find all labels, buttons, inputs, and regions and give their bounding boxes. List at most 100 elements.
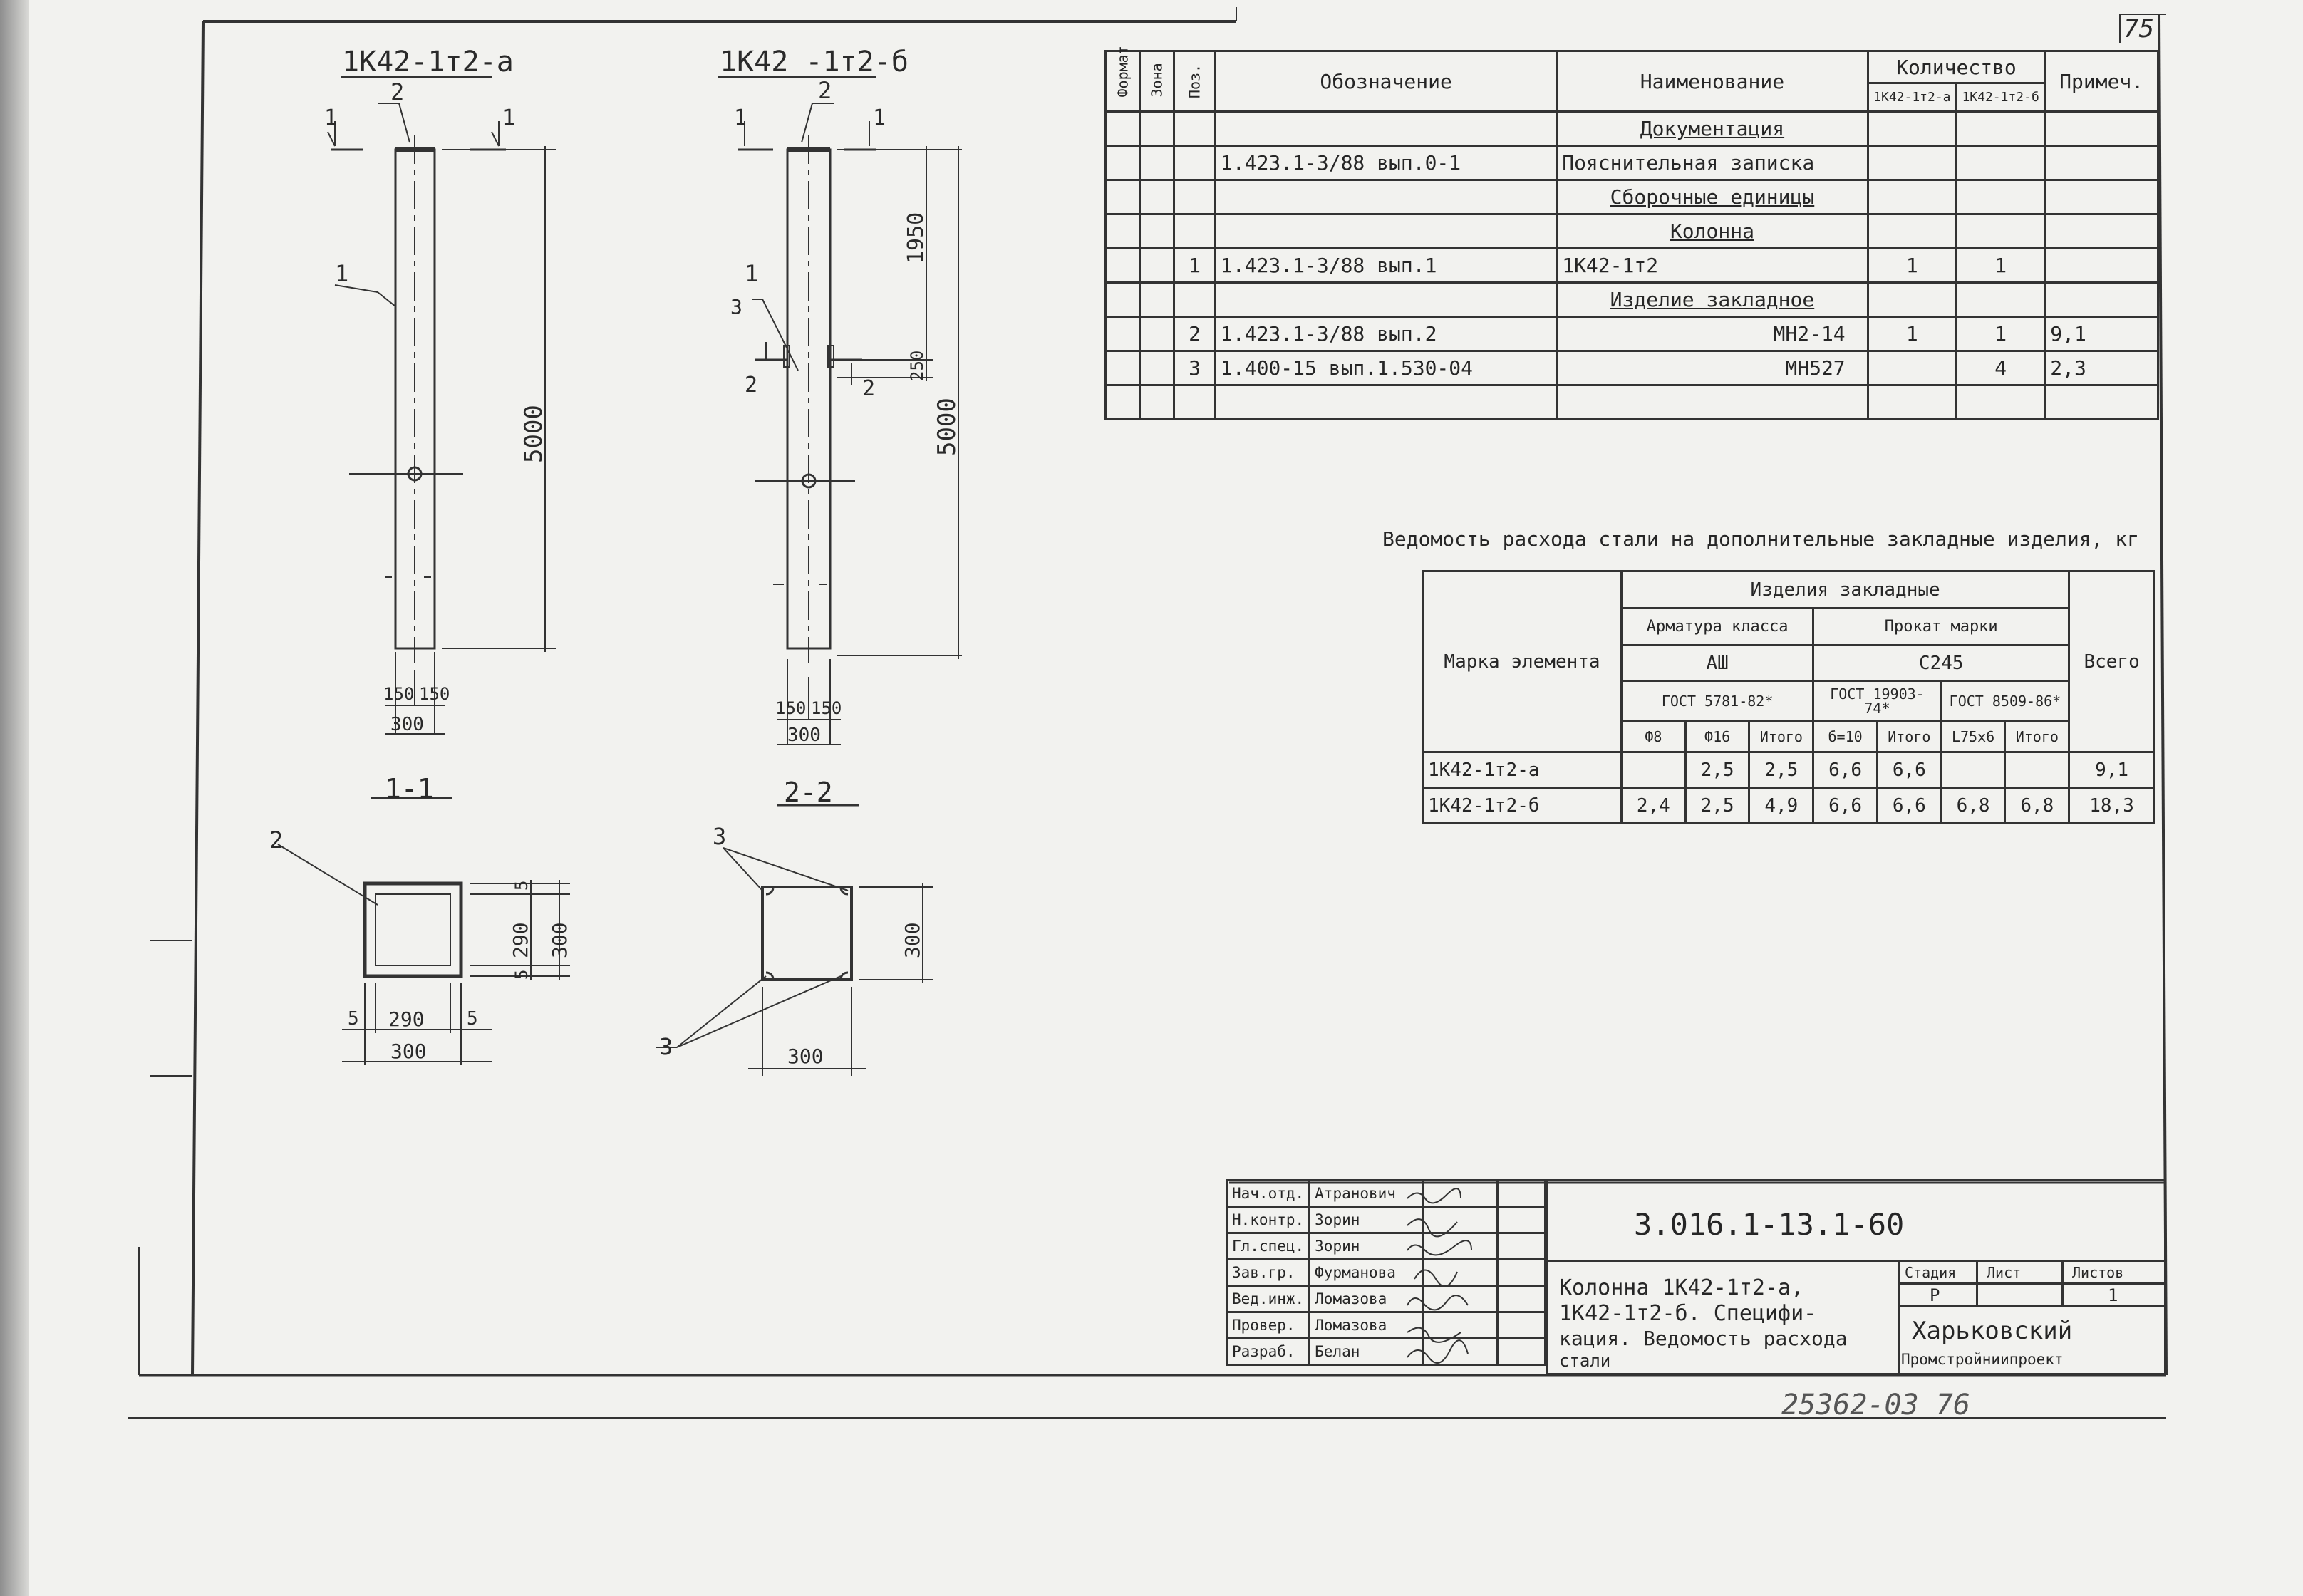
cell-note [2044, 281, 2159, 318]
person-name: Зорин [1308, 1206, 1424, 1234]
cell-value: 2,5 [1684, 787, 1751, 824]
table-row: 1К42-1т2-а 2,5 2,5 6,6 6,6 9,1 [1422, 751, 2155, 789]
dim-290: 290 [509, 922, 532, 958]
cell-designation [1213, 179, 1558, 215]
cell-qty-b [1955, 179, 2046, 215]
cell-designation: 1.400-15 вып.1.530-04 [1213, 350, 1558, 386]
cell-qty-a [1866, 213, 1957, 249]
cell-name: Документация [1556, 110, 1869, 147]
header-quantity: Количество [1866, 50, 2046, 84]
cell-note [2044, 213, 2159, 249]
dim-300: 300 [390, 714, 424, 735]
cell-qty-b: 1 [1955, 316, 2046, 352]
table-row: Документация [1104, 110, 2159, 147]
stage-value: Р [1930, 1285, 1940, 1305]
cell-qty-a [1866, 350, 1957, 386]
cell-value [1940, 751, 2007, 789]
pos-label: 1 [745, 260, 758, 287]
col-header: L75x6 [1940, 720, 2007, 753]
section-1-1-title: 1-1 [385, 773, 434, 804]
col-header: Ф16 [1684, 720, 1751, 753]
cell-total: 18,3 [2068, 787, 2155, 824]
cell-qty-a [1866, 145, 1957, 181]
cell-pos: 2 [1173, 316, 1216, 352]
col-a-title: 1К42-1т2-а [342, 46, 514, 78]
cell-qty-a: 1 [1866, 316, 1957, 352]
cell-designation [1213, 213, 1558, 249]
cell-pos [1173, 384, 1216, 420]
title-line-3: кация. Ведомость расхода [1559, 1327, 1848, 1350]
person-name: Белан [1308, 1337, 1424, 1366]
header-gost-5781: ГОСТ 5781-82* [1620, 680, 1815, 722]
organization-line-1: Харьковский [1912, 1317, 2073, 1345]
pos-label: 3 [730, 295, 742, 318]
person-name: Ломазова [1308, 1285, 1424, 1313]
sheets-header: Листов [2072, 1264, 2124, 1281]
cell-name: МН2-14 [1556, 316, 1869, 352]
cell-name: 1К42-1т2 [1556, 247, 1869, 284]
cell-designation: 1.423.1-3/88 вып.1 [1213, 247, 1558, 284]
cell-name: Колонна [1556, 213, 1869, 249]
table-row: Колонна [1104, 213, 2159, 249]
dim-5000-a: 5000 [519, 405, 548, 463]
dim-5: 5 [512, 881, 532, 891]
signature-row: Зав.гр.Фурманова [1225, 1258, 1547, 1287]
header-rolled: Прокат марки [1812, 607, 2071, 646]
cell-name: Сборочные единицы [1556, 179, 1869, 215]
cell-pos [1173, 145, 1216, 181]
dim-300: 300 [901, 922, 924, 958]
cell-pos [1173, 281, 1216, 318]
pos-label: 2 [390, 78, 404, 105]
cell-name [1556, 384, 1869, 420]
header-a3: АШ [1620, 644, 1815, 682]
cell-qty-b: 4 [1955, 350, 2046, 386]
header-gost-19903: ГОСТ 19903-74* [1812, 680, 1942, 722]
cell-qty-a: 1 [1866, 247, 1957, 284]
cell-value: 6,6 [1875, 751, 1942, 789]
dim-5: 5 [512, 970, 532, 980]
organization-line-2: Промстройниипроект [1901, 1351, 2064, 1368]
dim-150: 150 [419, 684, 450, 704]
role: Разраб. [1225, 1337, 1311, 1366]
dim-300: 300 [787, 725, 821, 746]
col-header: б=10 [1812, 720, 1878, 753]
cell-qty-b [1955, 281, 2046, 318]
header-designation: Обозначение [1213, 50, 1558, 113]
dim-300: 300 [390, 1040, 427, 1063]
person-name: Атранович [1308, 1179, 1424, 1208]
header-format: Формат [1114, 46, 1132, 98]
cell-value [1620, 751, 1687, 789]
cell-name: МН527 [1556, 350, 1869, 386]
cell-total: 9,1 [2068, 751, 2155, 789]
dim-150: 150 [811, 698, 842, 718]
sheet-header: Лист [1987, 1264, 2022, 1281]
role: Провер. [1225, 1311, 1311, 1340]
title-line-4: стали [1559, 1351, 1611, 1371]
dim-150: 150 [775, 698, 806, 718]
pos-label: 2 [269, 826, 283, 854]
scan-edge-shadow [0, 0, 29, 1596]
role: Гл.спец. [1225, 1232, 1311, 1260]
cell-value: 6,8 [1940, 787, 2007, 824]
signature-row: Вед.инж.Ломазова [1225, 1285, 1547, 1313]
dim-300: 300 [787, 1045, 824, 1068]
signature-row: Н.контр.Зорин [1225, 1206, 1547, 1234]
dim-290: 290 [388, 1007, 425, 1031]
col-header: Итого [1875, 720, 1942, 753]
cell-designation: 1.423.1-3/88 вып.0-1 [1213, 145, 1558, 181]
title-block: 3.016.1-13.1-60 Стадия Лист Листов Р 1 Х… [1546, 1179, 2166, 1375]
header-qty-b: 1К42-1т2-б [1955, 82, 2046, 113]
cell-note [2044, 110, 2159, 147]
dim-250: 250 [907, 351, 927, 381]
cell-designation [1213, 384, 1558, 420]
dim-5: 5 [348, 1008, 359, 1030]
cell-value: 6,6 [1812, 787, 1878, 824]
header-qty-a: 1К42-1т2-а [1866, 82, 1957, 113]
archive-stamp: 25362-03 76 [1781, 1389, 1970, 1421]
cell-qty-b: 1 [1955, 247, 2046, 284]
